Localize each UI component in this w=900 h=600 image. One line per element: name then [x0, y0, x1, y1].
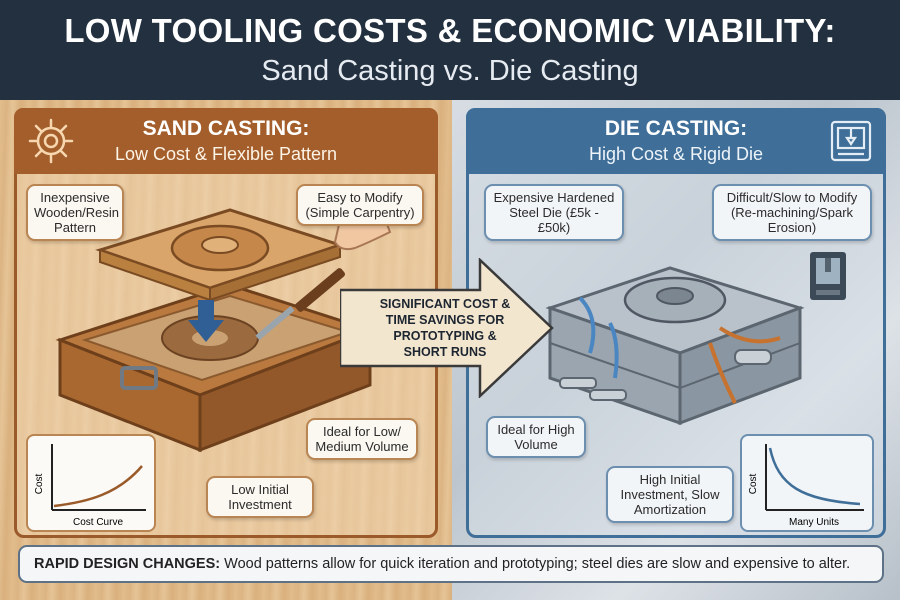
die-casting-title: DIE CASTING: [604, 117, 748, 140]
easy-modify-label: Easy to Modify (Simple Carpentry) [296, 184, 424, 226]
sand-graph-xlabel: Cost Curve [73, 517, 123, 528]
sand-casting-title: SAND CASTING: [142, 117, 310, 140]
difficult-modify-label: Difficult/Slow to Modify (Re-machining/S… [712, 184, 872, 241]
gear-icon [28, 118, 74, 164]
die-mold-illustration [545, 266, 805, 426]
sand-mold-illustration [55, 204, 392, 453]
footer-note: RAPID DESIGN CHANGES: Wood patterns allo… [18, 545, 884, 583]
die-graph-xlabel: Many Units [789, 517, 839, 528]
die-cost-curve [768, 447, 861, 506]
page-title: LOW TOOLING COSTS & ECONOMIC VIABILITY: [64, 12, 836, 49]
footer-text: Wood patterns allow for quick iteration … [224, 556, 851, 572]
sand-graph-ylabel: Cost [34, 473, 45, 494]
sand-cost-graph: Cost Cost Curve [26, 434, 156, 532]
steel-die-label: Expensive Hardened Steel Die (£5k - £50k… [484, 184, 624, 241]
sand-casting-header: SAND CASTING: Low Cost & Flexible Patter… [14, 108, 438, 174]
cost-savings-arrow [340, 258, 554, 398]
die-casting-subtitle: High Cost & Rigid Die [588, 144, 764, 164]
die-graph-ylabel: Cost [748, 473, 759, 494]
high-investment-label: High Initial Investment, Slow Amortizati… [606, 466, 734, 523]
cnc-machine-icon [830, 120, 872, 162]
high-volume-label: Ideal for High Volume [486, 416, 586, 458]
footer-lead: RAPID DESIGN CHANGES: [34, 556, 221, 572]
low-investment-label: Low Initial Investment [206, 476, 314, 518]
machine-tool-icon [810, 252, 846, 300]
sand-cost-curve [53, 465, 143, 508]
header-banner: LOW TOOLING COSTS & ECONOMIC VIABILITY: … [0, 0, 900, 100]
sand-casting-subtitle: Low Cost & Flexible Pattern [114, 144, 338, 164]
die-casting-header: DIE CASTING: High Cost & Rigid Die [466, 108, 886, 174]
die-cost-graph: Cost Many Units [740, 434, 874, 532]
pattern-label: Inexpensive Wooden/Resin Pattern [26, 184, 124, 241]
page-subtitle: Sand Casting vs. Die Casting [261, 55, 639, 87]
cost-savings-text: SIGNIFICANT COST & TIME SAVINGS FOR PROT… [379, 297, 511, 359]
low-volume-label: Ideal for Low/ Medium Volume [306, 418, 418, 460]
